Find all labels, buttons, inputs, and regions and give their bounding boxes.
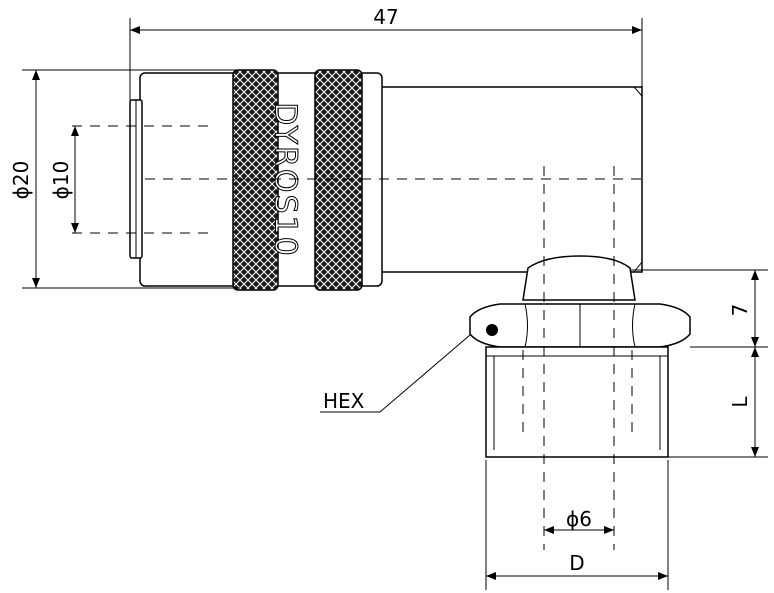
- thread-diameter-label: D: [569, 551, 584, 575]
- thread-height-label: L: [728, 396, 752, 408]
- engraved-marking: DYROS10: [268, 102, 303, 257]
- dimension-annotations: 47 ϕ20 ϕ10 7 L HEX ϕ6 D: [9, 5, 768, 590]
- knurl-band-left: [232, 69, 279, 291]
- hex-height-label: 7: [728, 304, 752, 317]
- inner-diameter-label: ϕ10: [49, 161, 73, 200]
- hex-dot: [486, 324, 498, 336]
- coupling-body: DYROS10: [72, 69, 645, 291]
- overall-length-label: 47: [373, 5, 398, 29]
- thread-body: [485, 346, 669, 458]
- outer-diameter-label: ϕ20: [9, 161, 33, 200]
- hex-label: HEX: [323, 389, 365, 413]
- bore-diameter-label: ϕ6: [566, 507, 592, 531]
- threaded-port: [469, 166, 691, 550]
- knurl-band-right: [314, 69, 363, 291]
- neck: [522, 255, 636, 301]
